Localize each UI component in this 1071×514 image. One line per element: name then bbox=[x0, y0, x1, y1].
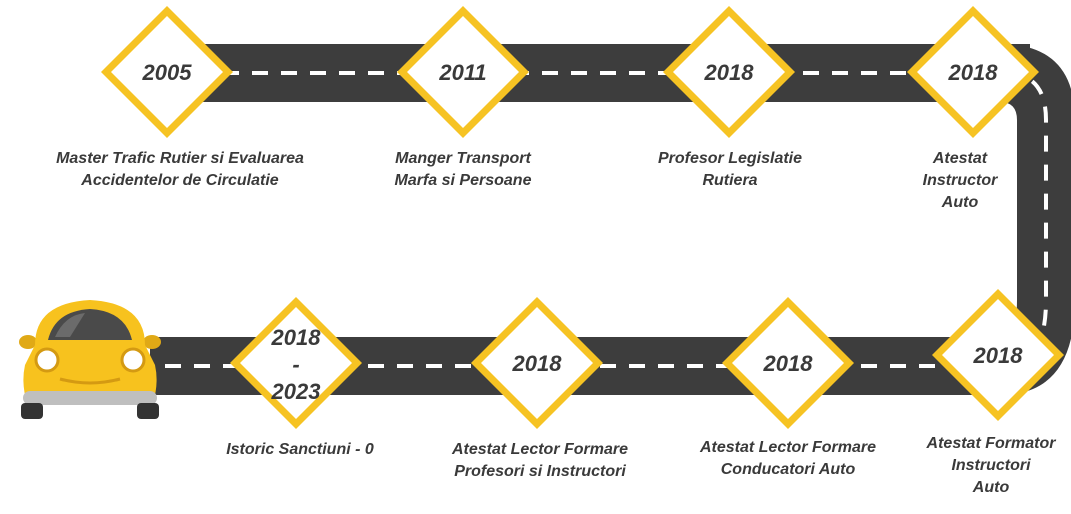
milestone-2018-instructor: 2018 bbox=[903, 2, 1043, 142]
milestone-year-start: 2018 bbox=[271, 325, 321, 350]
caption-line: Master Trafic Rutier si Evaluarea bbox=[56, 150, 304, 167]
caption-line: Atestat bbox=[932, 150, 988, 167]
milestone-year: 2018 bbox=[512, 351, 562, 376]
milestone-2018-formator: 2018 bbox=[928, 285, 1068, 425]
milestone-2018-lector-profesori: 2018 bbox=[467, 293, 607, 433]
milestone-year-separator: - bbox=[292, 352, 300, 377]
caption-line: Istoric Sanctiuni - 0 bbox=[226, 441, 374, 458]
milestone-caption: Master Trafic Rutier si Evaluarea Accide… bbox=[20, 148, 340, 192]
milestone-year-end: 2023 bbox=[271, 379, 321, 404]
caption-line: Instructori bbox=[951, 457, 1031, 474]
caption-line: Atestat Lector Formare bbox=[451, 441, 629, 458]
diamond-sign-icon bbox=[663, 6, 795, 138]
milestone-caption: Atestat Lector Formare Profesori si Inst… bbox=[425, 439, 655, 483]
milestone-caption: Manger Transport Marfa si Persoane bbox=[363, 148, 563, 192]
caption-line: Auto bbox=[972, 479, 1010, 496]
milestone-caption: Profesor Legislatie Rutiera bbox=[630, 148, 830, 192]
milestone-2018-lector-conducatori: 2018 bbox=[718, 293, 858, 433]
milestone-2018-legislatie: 2018 bbox=[659, 2, 799, 142]
milestone-year: 2018 bbox=[704, 60, 754, 85]
caption-line: Rutiera bbox=[702, 172, 758, 189]
diamond-sign-icon bbox=[101, 6, 233, 138]
milestone-2011: 2011 bbox=[393, 2, 533, 142]
caption-line: Accidentelor de Circulatie bbox=[81, 172, 279, 189]
caption-line: Conducatori Auto bbox=[720, 461, 856, 478]
caption-line: Profesor Legislatie bbox=[657, 150, 803, 167]
diamond-sign-icon bbox=[932, 289, 1064, 421]
caption-line: Instructor bbox=[922, 172, 998, 189]
milestone-caption: Atestat Lector Formare Conducatori Auto bbox=[678, 437, 898, 481]
diamond-sign-icon bbox=[722, 297, 854, 429]
milestone-caption: Atestat Formator Instructori Auto bbox=[912, 433, 1070, 499]
diamond-sign-icon bbox=[230, 297, 362, 429]
milestone-caption: Atestat Instructor Auto bbox=[910, 148, 1010, 214]
caption-line: Manger Transport bbox=[395, 150, 531, 167]
caption-line: Atestat Formator bbox=[926, 435, 1056, 452]
milestone-year: 2018 bbox=[948, 60, 998, 85]
caption-line: Atestat Lector Formare bbox=[699, 439, 877, 456]
caption-line: Profesori si Instructori bbox=[454, 463, 626, 480]
milestone-2005: 2005 bbox=[97, 2, 237, 142]
milestone-2018-2023: 2018 - 2023 bbox=[226, 293, 366, 433]
milestone-year: 2011 bbox=[439, 60, 487, 85]
milestone-year: 2018 bbox=[763, 351, 813, 376]
milestone-year: 2005 bbox=[142, 60, 192, 85]
caption-line: Marfa si Persoane bbox=[394, 172, 532, 189]
diamond-sign-icon bbox=[397, 6, 529, 138]
milestone-caption: Istoric Sanctiuni - 0 bbox=[200, 439, 400, 461]
diamond-sign-icon bbox=[907, 6, 1039, 138]
milestone-year: 2018 bbox=[973, 343, 1023, 368]
caption-line: Auto bbox=[941, 194, 979, 211]
car-icon bbox=[19, 300, 161, 419]
diamond-sign-icon bbox=[471, 297, 603, 429]
